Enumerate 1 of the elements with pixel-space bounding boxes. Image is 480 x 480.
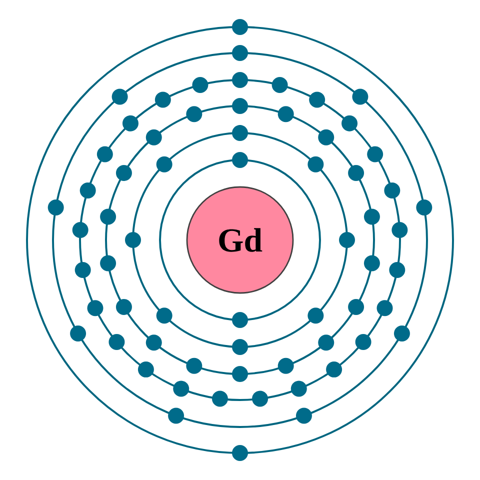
nucleus: Gd (186, 186, 294, 294)
